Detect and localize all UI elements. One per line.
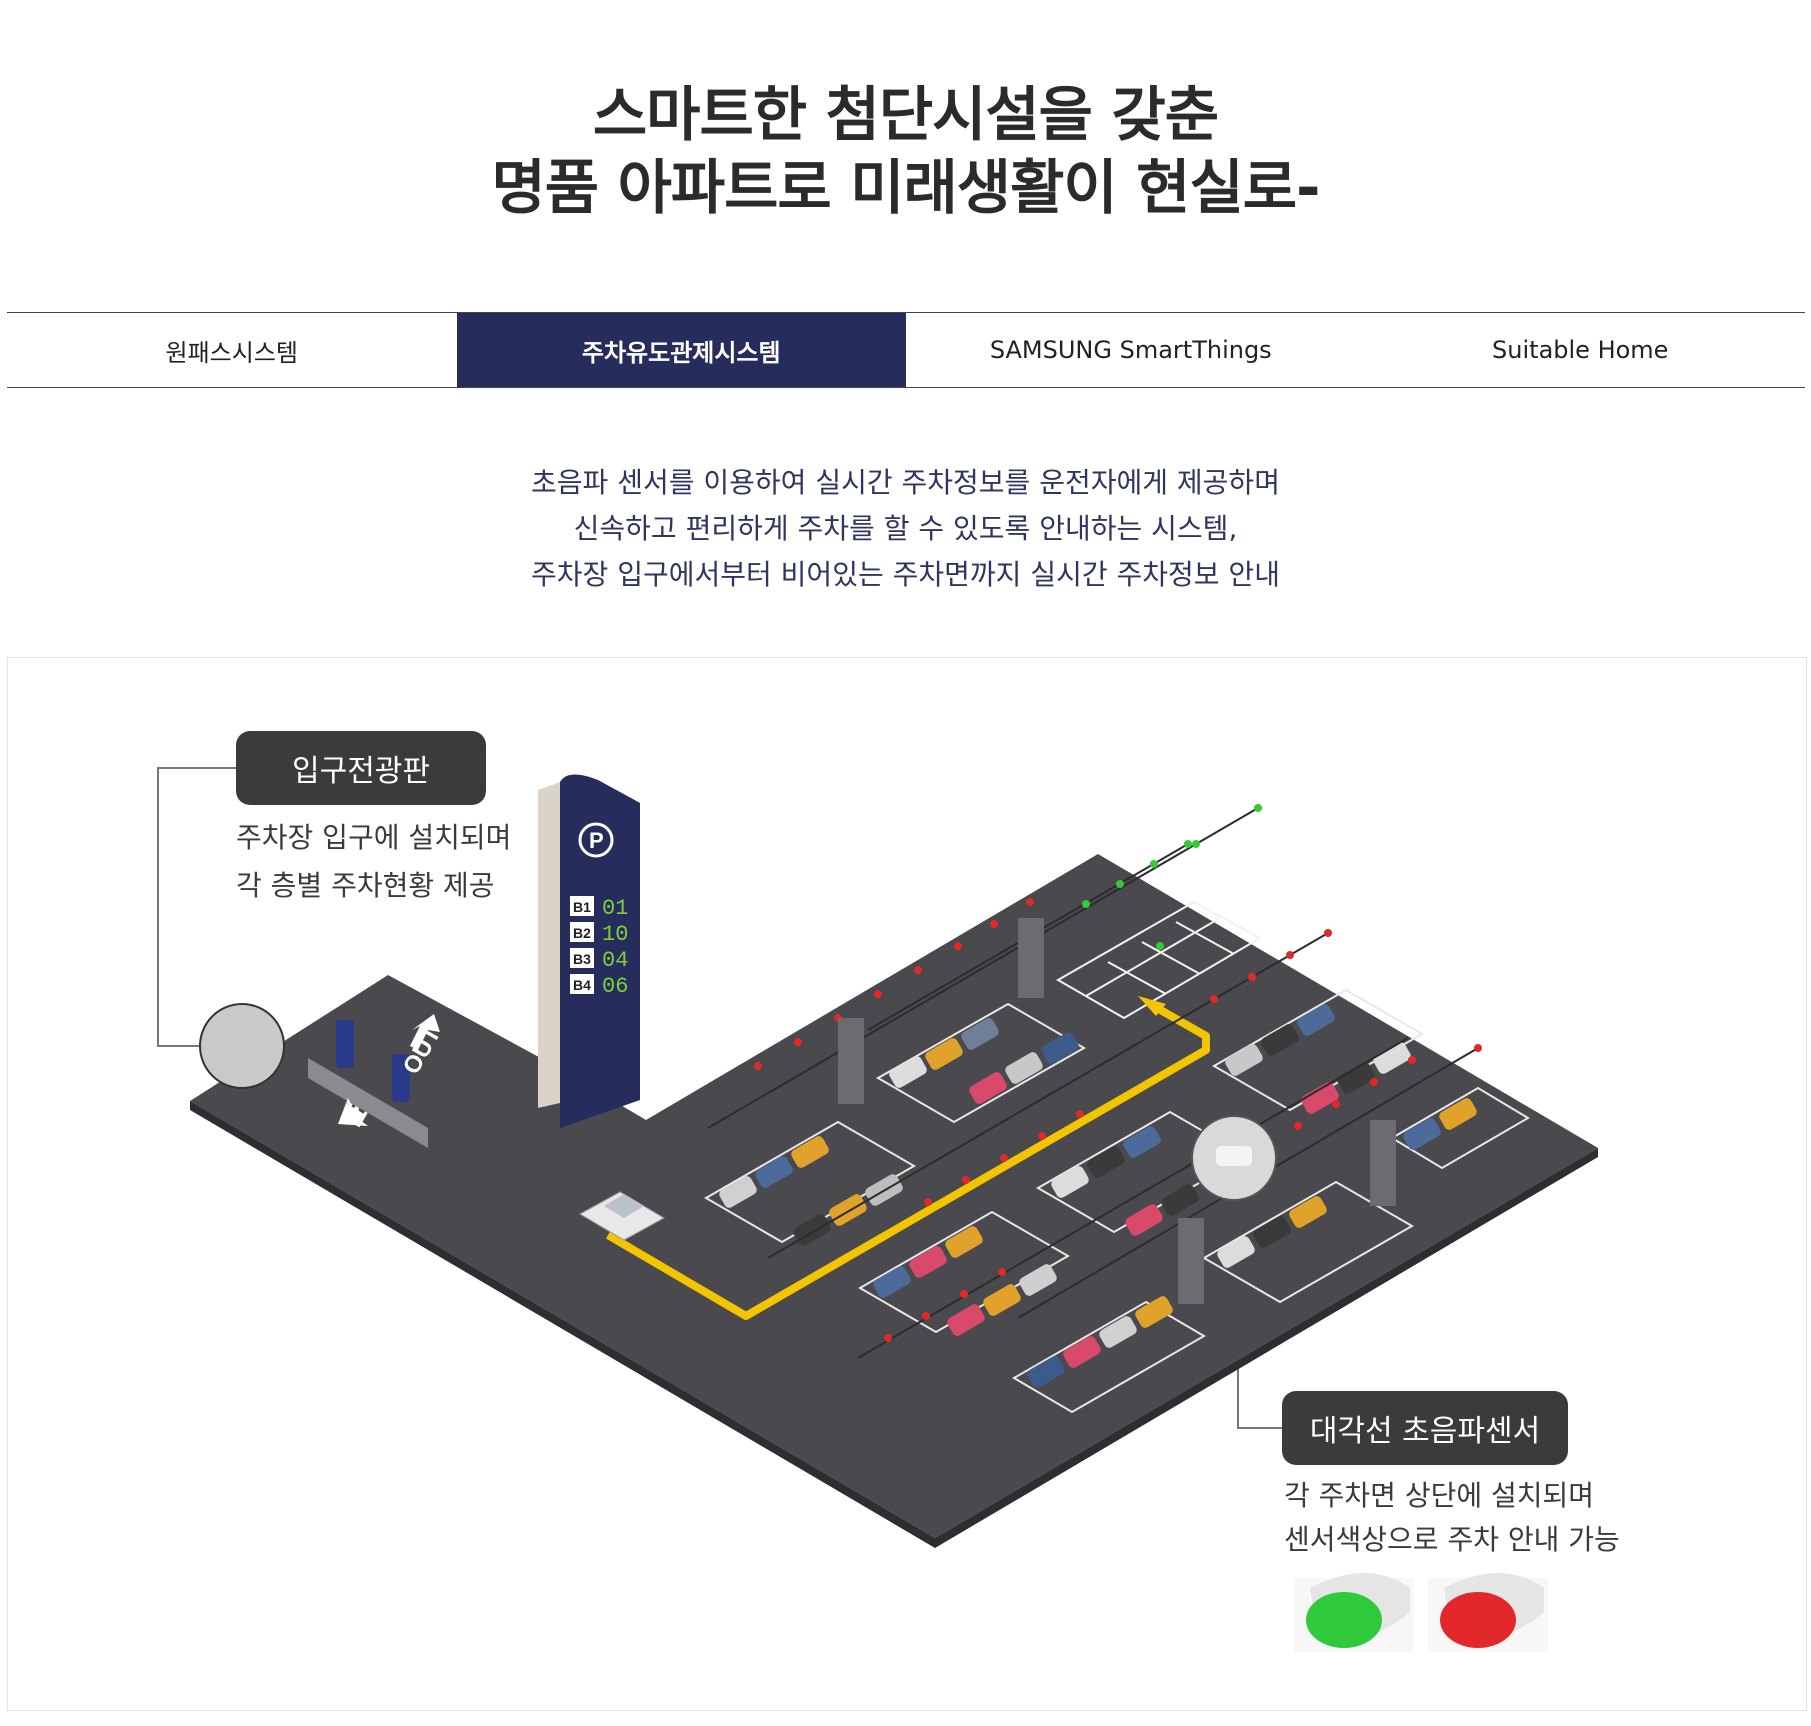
sign-floor-b2: B2 — [573, 925, 591, 941]
tab-onepass[interactable]: 원패스시스템 — [165, 338, 298, 367]
entrance-sign: P B1 01 B2 10 B3 04 B4 06 — [538, 774, 640, 1128]
tab-smartthings[interactable]: SAMSUNG SmartThings — [989, 336, 1272, 364]
car-row-e — [1051, 1126, 1199, 1236]
sign-count-b1: 01 — [602, 896, 628, 921]
entrance-gates — [308, 1020, 428, 1148]
sign-count-b2: 10 — [602, 922, 628, 947]
car-row-a — [889, 1018, 1079, 1104]
sign-floor-b3: B3 — [573, 951, 591, 967]
green-sensor-icon — [1294, 1573, 1414, 1652]
entrance-board-description: 주차장 입구에 설치되며 각 층별 주차현황 제공 — [236, 814, 511, 910]
sign-count-b3: 04 — [602, 948, 628, 973]
sensor-description: 각 주차면 상단에 설치되며 센서색상으로 주차 안내 가능 — [1284, 1474, 1620, 1562]
sensor-leader-line — [1237, 1358, 1282, 1429]
tab-suitable-home[interactable]: Suitable Home — [1492, 336, 1669, 364]
sensor-zoom-device — [1216, 1146, 1252, 1166]
parking-diagram-panel: IN OUT P B1 01 B2 10 B3 04 B4 06 — [7, 657, 1807, 1711]
entrance-board-desc-line-2: 각 층별 주차현황 제공 — [236, 869, 495, 902]
sign-p-symbol: P — [589, 828, 604, 853]
sensor-callout: 대각선 초음파센서 — [1282, 1391, 1568, 1465]
description-line-2: 신속하고 편리하게 주차를 할 수 있도록 안내하는 시스템, — [573, 512, 1238, 545]
out-arrow-icon — [410, 1014, 440, 1050]
sensor-lights — [754, 804, 1482, 1342]
empty-parking-slots — [1055, 900, 1263, 1020]
system-description: 초음파 센서를 이용하여 실시간 주차정보를 운전자에게 제공하며 신속하고 편… — [0, 460, 1811, 598]
sensor-desc-line-2: 센서색상으로 주차 안내 가능 — [1284, 1523, 1620, 1556]
entrance-leader-line — [157, 767, 236, 1047]
floor-edge-right — [935, 1148, 1598, 1548]
floor-edge-left — [190, 1101, 935, 1548]
entrance-board-desc-line-1: 주차장 입구에 설치되며 — [236, 821, 512, 854]
sign-floor-b4: B4 — [573, 977, 591, 993]
car-row-f — [1217, 1098, 1477, 1268]
tab-parking-guidance[interactable]: 주차유도관제시스템 — [456, 313, 906, 387]
parking-slot-rows — [704, 988, 1530, 1414]
parking-floor — [190, 854, 1598, 1538]
red-sensor-icon — [1428, 1573, 1548, 1652]
description-line-3: 주차장 입구에서부터 비어있는 주차면까지 실시간 주차정보 안내 — [531, 558, 1280, 591]
sign-count-b4: 06 — [602, 974, 628, 999]
sign-floor-b1: B1 — [573, 899, 591, 915]
car-row-d — [1225, 1004, 1411, 1114]
entrance-board-callout: 입구전광판 — [236, 731, 486, 805]
headline-line-1: 스마트한 첨단시설을 갖춘 — [592, 80, 1219, 149]
description-line-1: 초음파 센서를 이용하여 실시간 주차정보를 운전자에게 제공하며 — [531, 466, 1280, 499]
entrance-zoom-circle — [199, 1003, 285, 1089]
sensor-desc-line-1: 각 주차면 상단에 설치되며 — [1284, 1479, 1595, 1512]
headline-line-2: 명품 아파트로 미래생활이 현실로- — [491, 153, 1320, 222]
system-tabs: 원패스시스템 주차유도관제시스템 SAMSUNG SmartThings Sui… — [7, 312, 1805, 388]
pillars — [838, 918, 1396, 1304]
page-headline: 스마트한 첨단시설을 갖춘 명품 아파트로 미래생활이 현실로- — [0, 78, 1811, 224]
parking-lot-illustration: IN OUT P B1 01 B2 10 B3 04 B4 06 — [157, 767, 1598, 1652]
guidance-route — [605, 1000, 1210, 1320]
car-row-c — [873, 1226, 1057, 1336]
in-arrow-icon — [338, 1098, 368, 1126]
moving-car — [578, 1191, 666, 1241]
route-arrow-head — [1138, 996, 1166, 1016]
car-row-g — [1027, 1296, 1173, 1388]
